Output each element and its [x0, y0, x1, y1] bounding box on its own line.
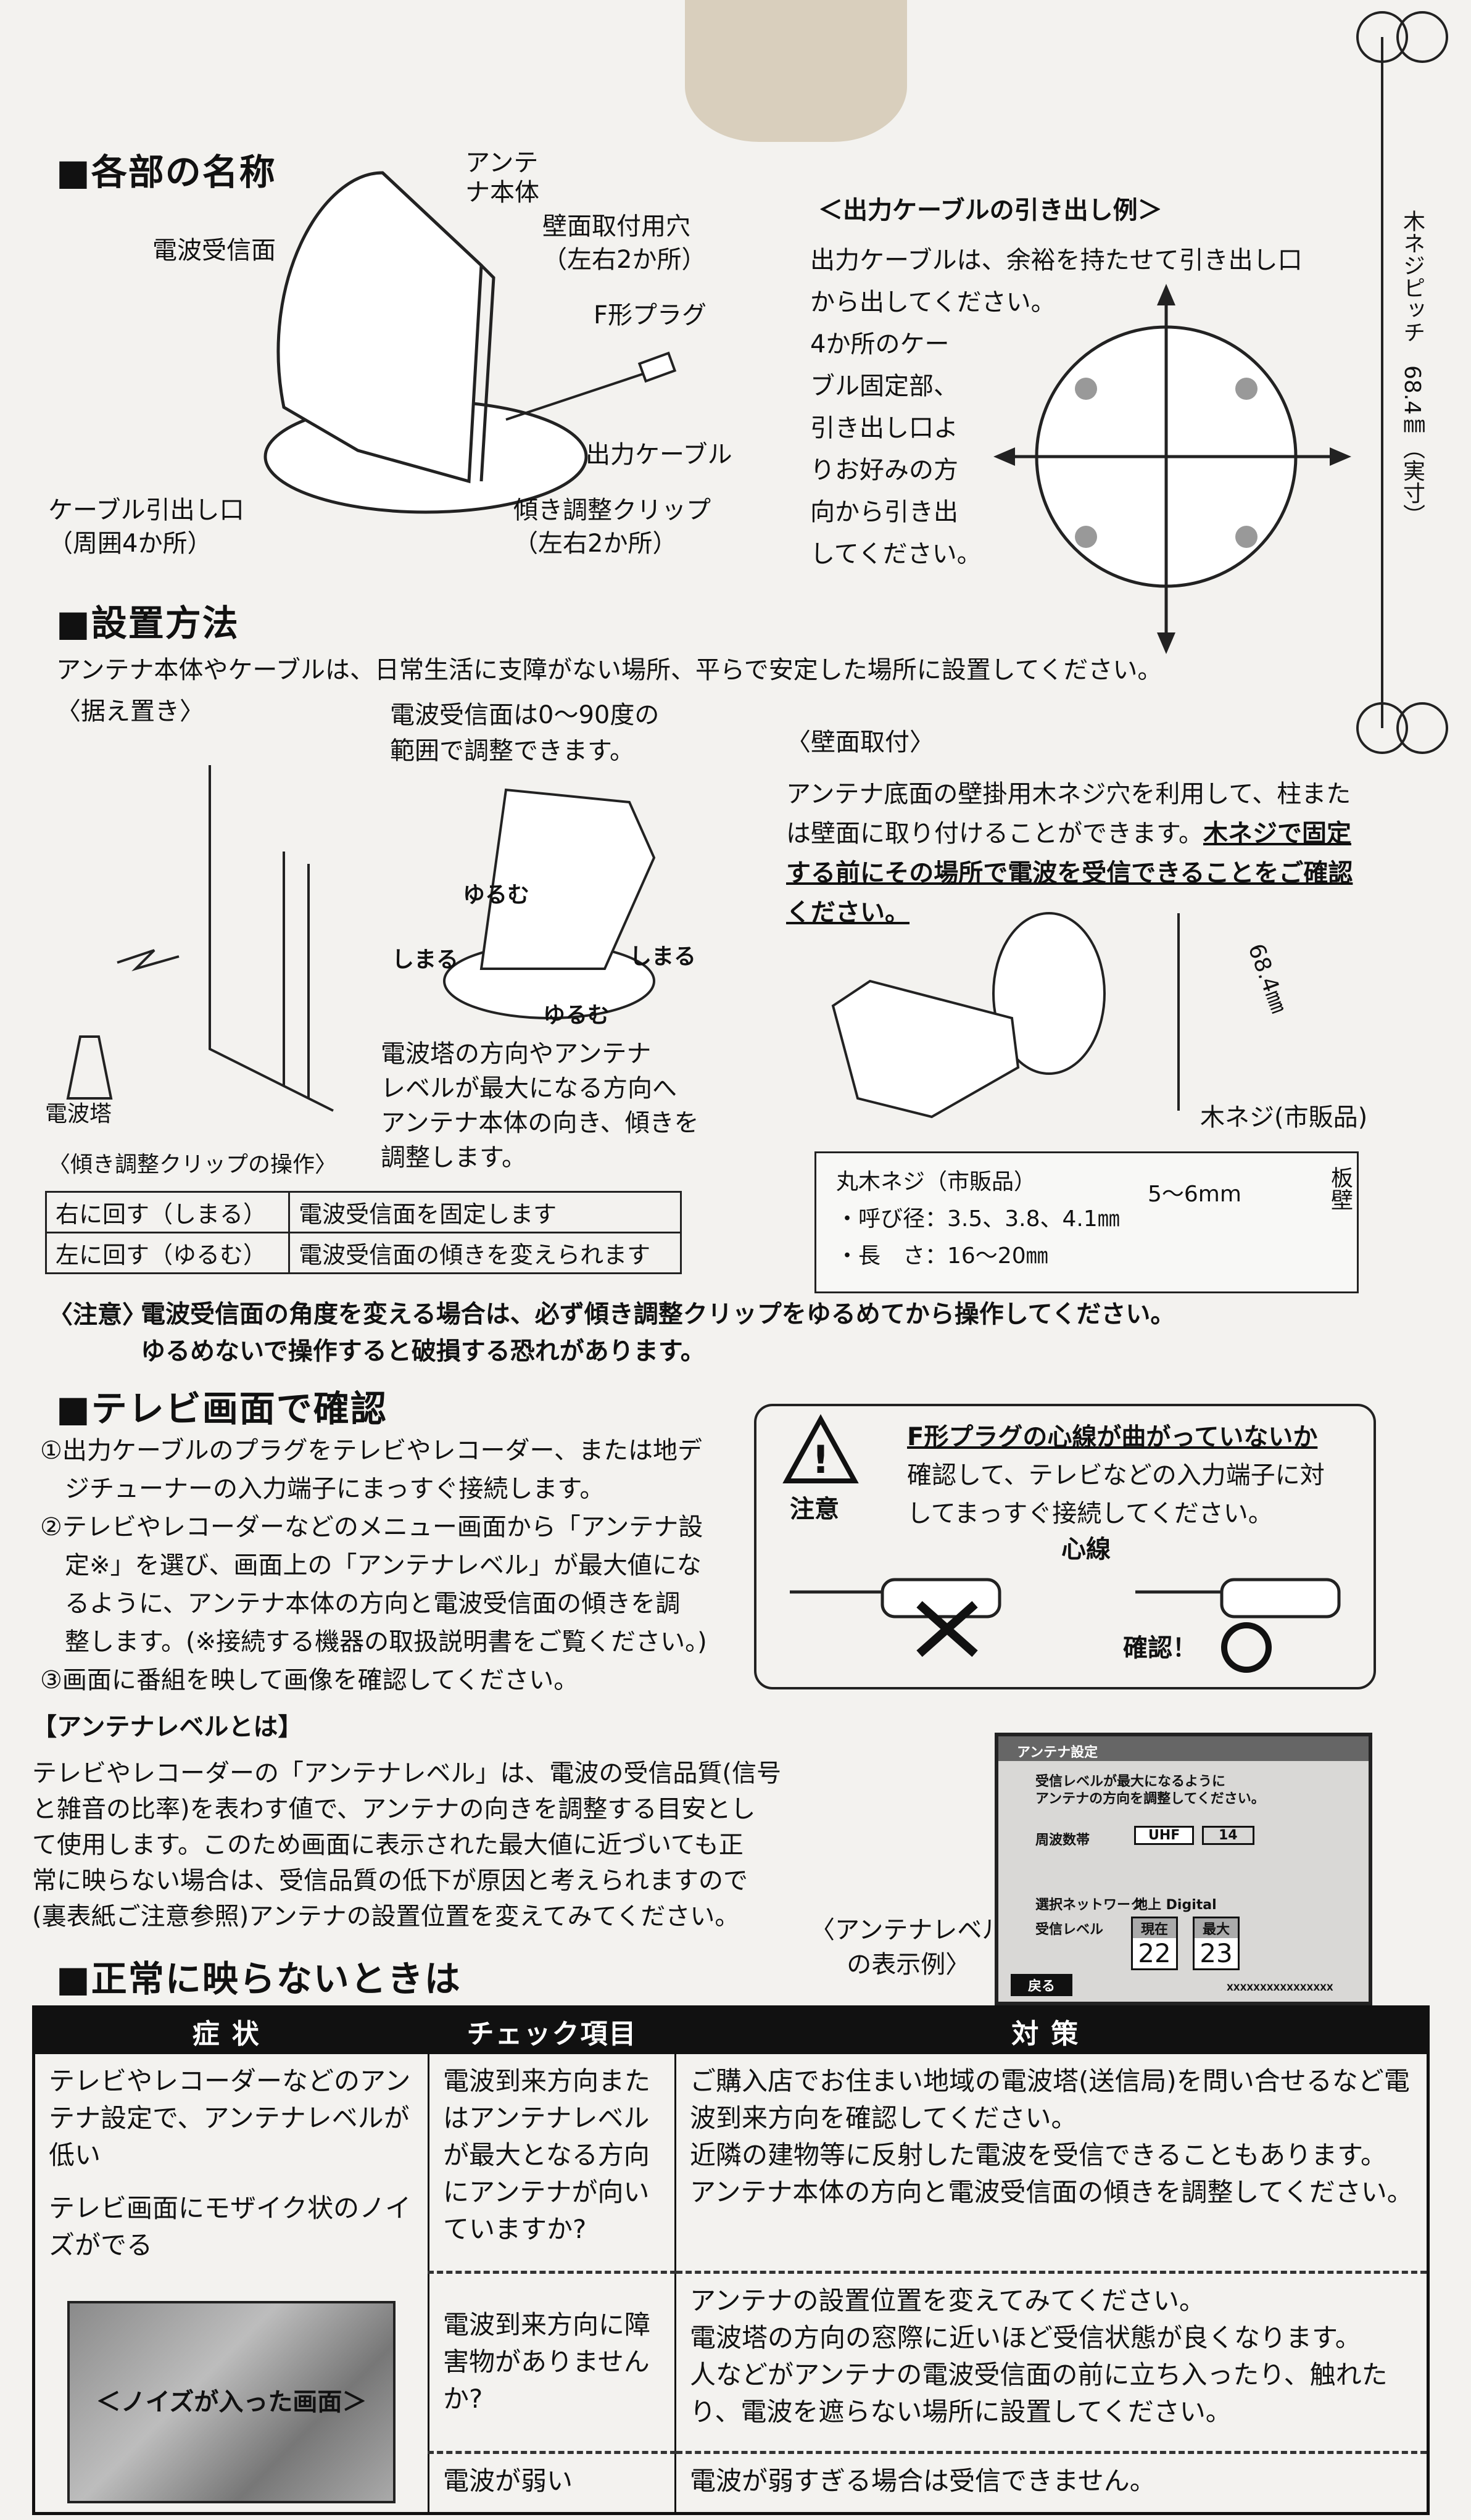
level-text: テレビやレコーダーの「アンテナレベル」は、電波の受信品質(信号と雑音の比率)を表… — [32, 1759, 782, 1931]
clip-ops-table: 右に回す（しまる）電波受信面を固定します 左に回す（ゆるむ）電波受信面の傾きを変… — [44, 1191, 682, 1274]
label-output-cable: 出力ケーブル — [586, 441, 732, 469]
level-heading: 【アンテナレベルとは】 — [32, 1713, 303, 1741]
table-row: 電波到来方向に障害物がありませんか? アンテナの設置位置を変えてみてください。電… — [34, 2270, 1428, 2453]
section-heading-install: ■設置方法 — [56, 602, 239, 644]
label-wood-screw: 木ネジ(市販品) — [1200, 1103, 1368, 1132]
table-header: 症状チェック項目対策 — [33, 2007, 1428, 2054]
section-heading-parts: ■各部の名称 — [56, 151, 276, 193]
symptom-cell: テレビやレコーダーなどのアンテナ設定で、アンテナレベルが低い テレビ画面にモザイ… — [33, 2054, 429, 2514]
table-row: 電波が弱い 電波が弱すぎる場合は受信できません。 — [34, 2450, 1428, 2514]
install-intro: アンテナ本体やケーブルは、日常生活に支障がない場所、平らで安定した場所に設置して… — [56, 656, 1162, 684]
noise-screen-image: ＜ノイズが入った画面＞ — [67, 2301, 396, 2503]
side-scale — [1356, 11, 1448, 754]
noise-caption: ＜ノイズが入った画面＞ — [96, 2388, 367, 2416]
stand-illustration — [66, 765, 656, 1112]
scale-label: 木ネジピッチ 68.4㎜（実寸） — [1399, 210, 1425, 526]
cable-example-title: ＜出力ケーブルの引き出し例＞ — [818, 196, 1162, 225]
clip-ops-title: 〈傾き調整クリップの操作〉 — [48, 1152, 338, 1177]
plug-illustration — [790, 1578, 1341, 1673]
channel-value: 14 — [1202, 1826, 1254, 1845]
antenna-level-screen: アンテナ設定 受信レベルが最大になるようにアンテナの方向を調整してください。 周… — [995, 1733, 1372, 2005]
confirm-label: 確認！ — [1123, 1634, 1197, 1662]
stand-angle-text: 電波受信面は0〜90度の範囲で調整できます。 — [390, 701, 660, 765]
table-row: テレビやレコーダーなどのアンテナ設定で、アンテナレベルが低い テレビ画面にモザイ… — [33, 2054, 1428, 2514]
label-loosen-right: ゆるむ — [543, 1003, 610, 1028]
label-wall-hole: 壁面取付用穴（左右2か所） — [542, 212, 706, 274]
table-row: 右に回す（しまる）電波受信面を固定します — [44, 1191, 682, 1233]
antenna-illustration — [263, 171, 677, 514]
cable-example-text: 出力ケーブルは、余裕を持たせて引き出し口から出してください。4か所のケーブル固定… — [810, 246, 1303, 568]
screw-title: 丸木ネジ（市販品） — [836, 1169, 1037, 1195]
section-heading-tv: ■テレビ画面で確認 — [56, 1388, 387, 1430]
label-cable-outlet: ケーブル引出し口（周囲4か所） — [48, 496, 244, 558]
label-loosen-left: ゆるむ — [463, 882, 530, 908]
core-wire-label: 心線 — [1061, 1535, 1111, 1564]
label-tower: 電波塔 — [45, 1101, 112, 1127]
caution-text: 電波受信面の角度を変える場合は、必ず傾き調整クリップをゆるめてから操作してくださ… — [141, 1300, 1175, 1366]
wall-mount-illustration — [831, 912, 1180, 1119]
network-value: 地上 Digital — [1134, 1897, 1217, 1913]
warning-label: 注意 — [790, 1495, 839, 1523]
band-value: UHF — [1134, 1826, 1195, 1845]
wall-title: 〈壁面取付〉 — [786, 728, 934, 756]
level-label: 受信レベル — [1035, 1922, 1104, 1938]
plug-warning-box — [754, 1404, 1376, 1689]
tv-steps: ①出力ケーブルのプラグをテレビやレコーダー、または地デ ジチューナーの入力端子に… — [40, 1436, 707, 1694]
symptom-1: テレビやレコーダーなどのアンテナ設定で、アンテナレベルが低い — [49, 2066, 411, 2170]
stand-title: 〈据え置き〉 — [56, 697, 204, 726]
table-row: 左に回す（ゆるむ）電波受信面の傾きを変えられます — [44, 1232, 682, 1274]
network-label: 選択ネットワーク — [1035, 1897, 1145, 1913]
screw-length: ・長 さ：16〜20㎜ — [836, 1243, 1048, 1269]
screw-diameter: ・呼び径：3.5、3.8、4.1㎜ — [836, 1206, 1120, 1232]
fix-cell: 電波が弱すぎる場合は受信できません。 — [674, 2450, 1428, 2514]
label-receiving-face: 電波受信面 — [152, 236, 276, 265]
screen-code: XXXXXXXXXXXXXXXX — [1227, 1983, 1333, 1993]
screen-title: アンテナ設定 — [998, 1736, 1369, 1761]
warning-text: F形プラグの心線が曲がっていないか確認して、テレビなどの入力端子に対してまっすぐ… — [907, 1423, 1325, 1528]
hang-notch — [685, 0, 907, 142]
svg-text:!: ! — [812, 1437, 829, 1482]
band-label: 周波数帯 — [1035, 1833, 1090, 1848]
caution-label: 〈注意〉 — [48, 1301, 147, 1329]
check-cell: 電波到来方向に障害物がありませんか? — [428, 2270, 676, 2453]
screen-message: 受信レベルが最大になるようにアンテナの方向を調整してください。 — [1035, 1774, 1265, 1807]
cable-routing-diagram — [993, 284, 1351, 654]
back-button[interactable]: 戻る — [1011, 1974, 1073, 1996]
fix-cell: ご購入店でお住まい地域の電波塔(送信局)を問い合せるなど電波到来方向を確認してく… — [674, 2054, 1428, 2273]
label-tilt-clip: 傾き調整クリップ（左右2か所） — [513, 496, 711, 558]
check-cell: 電波到来方向またはアンテナレベルが最大となる方向にアンテナが向いていますか? — [428, 2054, 676, 2273]
screw-depth: 5〜6mm — [1148, 1182, 1241, 1207]
fix-cell: アンテナの設置位置を変えてみてください。電波塔の方向の窓際に近いほど受信状態が良… — [674, 2270, 1428, 2453]
screw-spec-box — [814, 1151, 1359, 1293]
symptom-2: テレビ画面にモザイク状のノイズがでる — [49, 2193, 412, 2260]
stand-adjust-text: 電波塔の方向やアンテナレベルが最大になる方向へアンテナ本体の向き、傾きを調整しま… — [381, 1040, 699, 1172]
label-tighten-left: しまる — [392, 947, 459, 972]
board-wall: 板壁 — [1327, 1166, 1353, 1211]
section-heading-trouble: ■正常に映らないときは — [56, 1958, 462, 2000]
label-tighten-right: しまる — [629, 944, 697, 969]
check-cell: 電波が弱い — [428, 2450, 676, 2514]
wall-text: アンテナ底面の壁掛用木ネジ穴を利用して、柱または壁面に取り付けることができます。… — [786, 780, 1353, 927]
label-f-plug: F形プラグ — [594, 301, 707, 330]
warning-triangle-icon: ! — [782, 1414, 859, 1483]
trouble-table: 症状チェック項目対策 テレビやレコーダーなどのアンテナ設定で、アンテナレベルが低… — [32, 2005, 1430, 2515]
label-antenna-body: アンテナ本体 — [465, 149, 539, 207]
screen-caption: 〈アンテナレベルの表示例〉 — [810, 1916, 1007, 1979]
